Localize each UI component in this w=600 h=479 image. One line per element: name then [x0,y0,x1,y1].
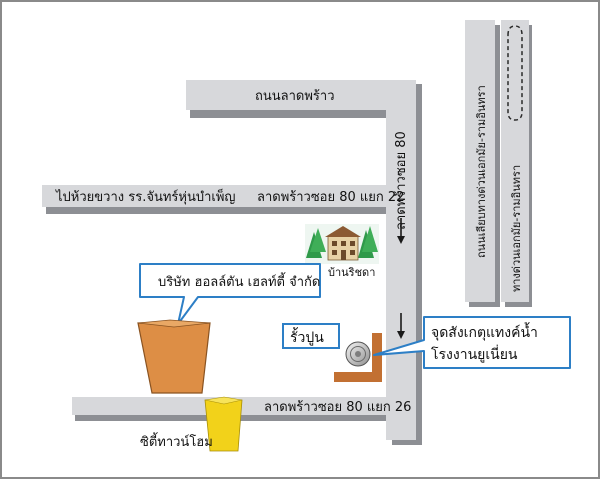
company-callout-box [139,263,321,325]
down-arrow-icon [397,313,405,339]
label-soi-80-yaek-26: ลาดพร้าวซอย 80 แยก 26 [264,400,411,415]
label-expressway: ทางด่วนเอกมัย-รามอินทรา [510,165,523,292]
concrete-fence [334,333,382,382]
city-townhome-building [204,396,243,452]
water-tank-label-line2: โรงงานยูเนี่ยน [431,345,518,363]
soi-80-yaek-22-road [42,185,392,207]
label-expressway-service-road: ถนนเลียบทางด่วนเอกมัย-รามอินทรา [475,85,488,258]
company-name: บริษัท ฮอลล์ตัน เฮลท์ตี้ จำกัด [158,272,320,290]
label-to-huai-khwang: ไปห้วยขวาง รร.จันทร์หุ่นบำเพ็ญ [55,187,236,205]
expressway-road [501,20,529,302]
label-soi-80-vertical: ลาดพร้าวซอย 80 [394,131,409,230]
ladprao-soi-80-road [386,80,416,440]
expressway-route-dashes [507,25,523,121]
house-with-trees-icon [305,224,379,264]
water-tank-label-line1: จุดสังเกตุแทงค์น้ำ [431,322,538,341]
ladprao-road [186,80,416,110]
label-soi-80-yaek-22: ลาดพร้าวซอย 80 แยก 22 [257,190,404,205]
water-tank-icon [345,341,371,367]
down-arrow-icon [397,218,405,244]
label-ladprao-road: ถนนลาดพร้าว [255,89,335,104]
expressway-service-road [465,20,495,302]
fence-label-box [282,323,340,349]
fence-label: รั้วปูน [290,327,324,346]
water-tank-callout-box [373,316,571,369]
road-fills [42,20,529,440]
company-building [137,319,211,394]
label-baan-richada: บ้านริชดา [328,266,375,279]
label-city-townhome: ซิตี้ทาวน์โฮม [140,432,213,450]
